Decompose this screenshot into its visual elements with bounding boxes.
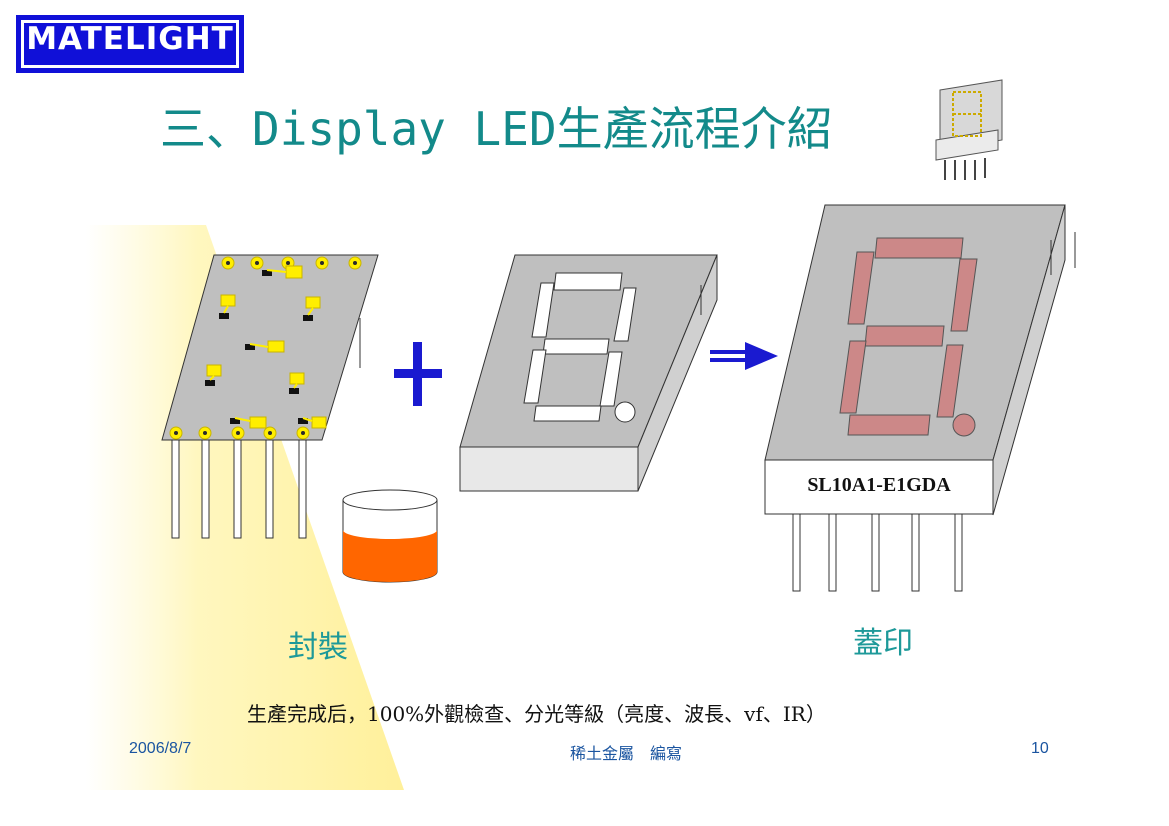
part-marking: SL10A1-E1GDA bbox=[807, 474, 951, 496]
finished-display: SL10A1-E1GDA bbox=[764, 204, 1076, 592]
encapsulation-label: 封裝 bbox=[288, 630, 348, 665]
epoxy-cup-icon bbox=[342, 489, 438, 583]
display-icon bbox=[935, 79, 1003, 180]
summary-text: 生產完成后，100%外觀檢查、分光等級（亮度、波長、vf、IR） bbox=[247, 702, 826, 726]
slide-title: 三、Display LED生產流程介紹 bbox=[160, 102, 833, 156]
plus-icon bbox=[394, 342, 442, 406]
footer-date: 2006/8/7 bbox=[129, 740, 192, 757]
footer-author: 稀土金屬 編寫 bbox=[570, 746, 683, 763]
arrow-icon bbox=[710, 342, 778, 370]
logo-frame bbox=[21, 20, 239, 68]
stamping-label: 蓋印 bbox=[853, 626, 913, 661]
page-number: 10 bbox=[1031, 740, 1049, 757]
pcb-board bbox=[161, 254, 379, 539]
matelight-logo: MATELIGHT bbox=[16, 15, 244, 73]
display-housing bbox=[459, 254, 718, 492]
light-glow-background bbox=[86, 225, 404, 790]
logo-text: MATELIGHT bbox=[26, 21, 234, 57]
